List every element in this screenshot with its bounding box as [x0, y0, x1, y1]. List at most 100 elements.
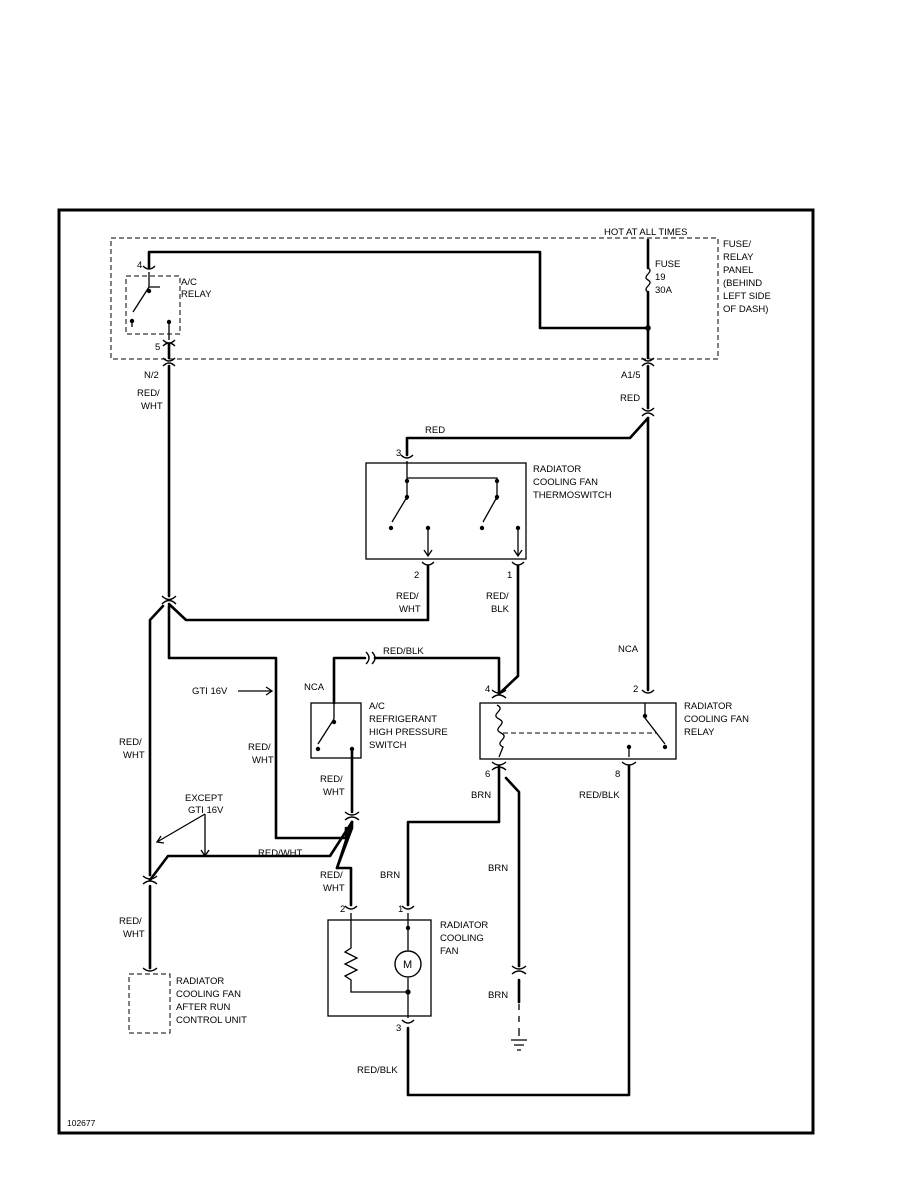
svg-text:RADIATOR: RADIATOR [440, 920, 488, 931]
svg-text:WHT: WHT [123, 750, 145, 761]
gti-16v-note: GTI 16V [192, 686, 228, 697]
pressure-switch-nca: NCA [304, 682, 325, 693]
wire-label-red-2: RED [425, 425, 445, 436]
svg-text:RED/: RED/ [119, 916, 142, 927]
svg-text:A/C: A/C [369, 701, 385, 712]
svg-text:(BEHIND: (BEHIND [723, 278, 762, 289]
svg-text:SWITCH: SWITCH [369, 740, 407, 751]
svg-text:RELAY: RELAY [723, 252, 754, 263]
thermoswitch-label: RADIATOR COOLING FAN THERMOSWITCH [533, 464, 612, 501]
wire-label-red-wht-5: RED/ WHT [320, 774, 345, 798]
connectors [142, 265, 655, 1024]
svg-text:BLK: BLK [491, 604, 510, 615]
except-gti-note: EXCEPT GTI 16V [185, 793, 224, 816]
fan-pin-1: 1 [398, 904, 403, 915]
svg-text:WHT: WHT [252, 755, 274, 766]
svg-text:RELAY: RELAY [181, 289, 212, 300]
fuse-relay-panel [110, 237, 719, 360]
wire-label-red-blk-inline-1: RED/BLK [383, 646, 424, 657]
fan-relay-pin-8: 8 [615, 769, 620, 780]
wire-label-red-wht-6: RED/ WHT [320, 870, 345, 894]
wiring [147, 238, 651, 1097]
ac-relay [125, 272, 181, 340]
ac-relay-pin-4: 4 [137, 260, 142, 271]
wire-label-red-wht-inline: RED/WHT [258, 848, 303, 859]
fan-pin-2: 2 [340, 904, 345, 915]
ac-relay-pin-5: 5 [155, 342, 160, 353]
fan-relay-pin-4: 4 [485, 684, 490, 695]
svg-text:RADIATOR: RADIATOR [533, 464, 581, 475]
fuse-relay-panel-label: FUSE/ RELAY PANEL (BEHIND LEFT SIDE OF D… [723, 239, 771, 315]
fan-relay-label: RADIATOR COOLING FAN RELAY [684, 701, 749, 738]
wire-label-brn-3: BRN [380, 870, 400, 881]
radiator-cooling-fan [327, 913, 432, 1018]
fan-relay-pin-2: 2 [633, 684, 638, 695]
svg-text:RED/: RED/ [119, 737, 142, 748]
svg-text:RADIATOR: RADIATOR [176, 976, 224, 987]
diagram-frame [57, 208, 815, 1135]
connector-a15: A1/5 [621, 370, 641, 381]
svg-text:WHT: WHT [123, 929, 145, 940]
wire-label-red-wht-3: RED/ WHT [119, 737, 145, 761]
svg-text:CONTROL UNIT: CONTROL UNIT [176, 1015, 247, 1026]
svg-text:FUSE: FUSE [655, 259, 680, 270]
svg-text:RED/: RED/ [486, 591, 509, 602]
svg-text:OF DASH): OF DASH) [723, 304, 768, 315]
wire-label-red-wht-1: RED/ WHT [137, 388, 163, 412]
frame-code: 102677 [67, 1118, 96, 1128]
svg-text:RED/: RED/ [248, 742, 271, 753]
svg-text:THERMOSWITCH: THERMOSWITCH [533, 490, 612, 501]
svg-text:COOLING FAN: COOLING FAN [533, 477, 598, 488]
svg-text:HIGH PRESSURE: HIGH PRESSURE [369, 727, 448, 738]
svg-text:A/C: A/C [181, 277, 197, 288]
motor-symbol: M [403, 959, 412, 971]
fan-pin-3: 3 [396, 1023, 401, 1034]
thermoswitch-pin-1: 1 [507, 570, 512, 581]
svg-text:FUSE/: FUSE/ [723, 239, 751, 250]
svg-text:RADIATOR: RADIATOR [684, 701, 732, 712]
fan-relay [479, 702, 677, 760]
wire-label-red-wht-2: RED/ WHT [396, 591, 421, 615]
svg-text:RED/: RED/ [396, 591, 419, 602]
fan-label: RADIATOR COOLING FAN [440, 920, 488, 957]
svg-text:COOLING: COOLING [440, 933, 484, 944]
wire-label-red-1: RED [620, 393, 640, 404]
svg-text:WHT: WHT [323, 883, 345, 894]
svg-text:LEFT SIDE: LEFT SIDE [723, 291, 771, 302]
thermoswitch-pin-2: 2 [414, 570, 419, 581]
svg-text:PANEL: PANEL [723, 265, 753, 276]
svg-text:FAN: FAN [440, 946, 459, 957]
svg-text:WHT: WHT [399, 604, 421, 615]
connector-n2: N/2 [144, 370, 159, 381]
svg-text:30A: 30A [655, 285, 673, 296]
wire-label-red-wht-4: RED/ WHT [248, 742, 274, 766]
ac-pressure-switch-label: A/C REFRIGERANT HIGH PRESSURE SWITCH [369, 701, 448, 751]
svg-text:COOLING FAN: COOLING FAN [176, 989, 241, 1000]
svg-text:19: 19 [655, 272, 666, 283]
thermoswitch [365, 461, 527, 560]
ac-relay-label: A/C RELAY [181, 277, 212, 300]
svg-text:COOLING FAN: COOLING FAN [684, 714, 749, 725]
svg-text:RELAY: RELAY [684, 727, 715, 738]
afterrun-unit-label: RADIATOR COOLING FAN AFTER RUN CONTROL U… [176, 976, 247, 1026]
wire-label-red-blk-inline-2: RED/BLK [579, 790, 620, 801]
afterrun-control-unit [128, 973, 171, 1034]
wire-label-brn-2: BRN [488, 863, 508, 874]
ac-pressure-switch [310, 702, 362, 759]
svg-text:WHT: WHT [323, 787, 345, 798]
svg-text:RED/: RED/ [320, 870, 343, 881]
wire-label-brn-4: BRN [488, 990, 508, 1001]
wire-label-red-blk-inline-3: RED/BLK [357, 1065, 398, 1076]
svg-text:AFTER RUN: AFTER RUN [176, 1002, 231, 1013]
thermoswitch-pin-3: 3 [396, 448, 401, 459]
note-arrows [155, 686, 274, 858]
wire-label-red-wht-7: RED/ WHT [119, 916, 145, 940]
svg-text:RED/: RED/ [137, 388, 160, 399]
svg-text:REFRIGERANT: REFRIGERANT [369, 714, 437, 725]
svg-text:WHT: WHT [141, 401, 163, 412]
svg-text:EXCEPT: EXCEPT [185, 793, 223, 804]
wire-label-brn-1: BRN [471, 790, 491, 801]
svg-text:RED/: RED/ [320, 774, 343, 785]
fan-relay-nca: NCA [618, 644, 639, 655]
